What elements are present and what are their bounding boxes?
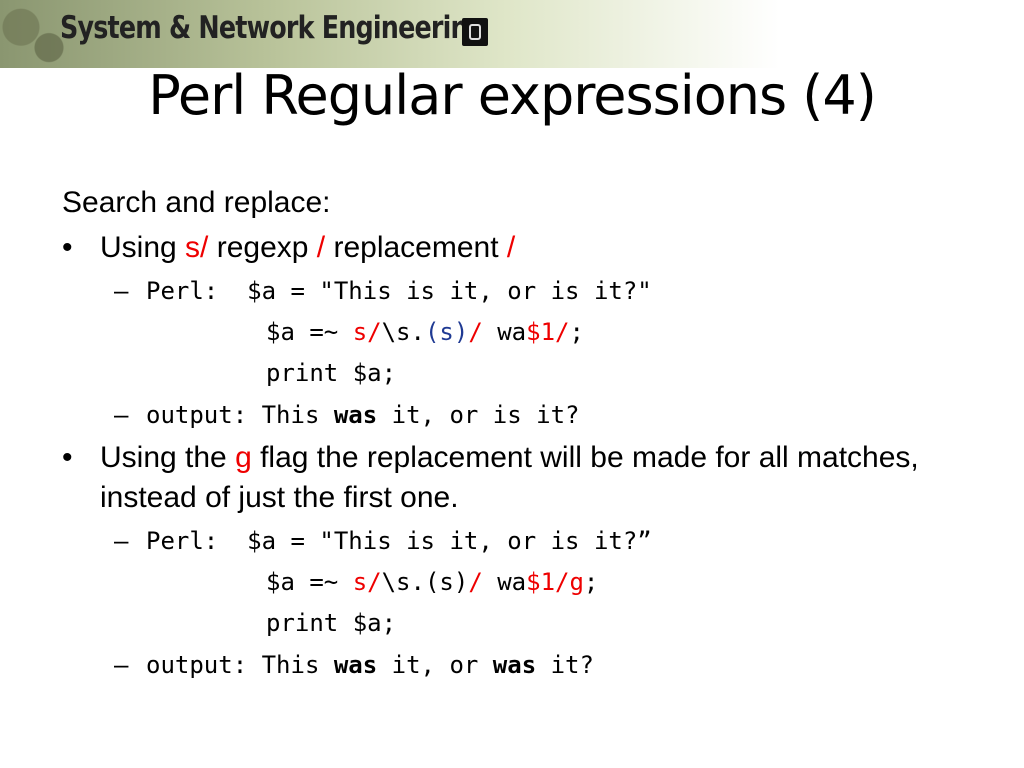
code-text: $a =~	[266, 568, 353, 596]
bullet-text: Using the	[100, 441, 236, 474]
slide-body: Search and replace: • Using s/ regexp / …	[62, 180, 962, 686]
code-token: s/	[352, 568, 382, 596]
bullet-item: • Using the g flag the replacement will …	[62, 438, 962, 518]
dash-icon: –	[114, 649, 129, 679]
code-line: $a =~ s/\s.(s)/ wa$1/g;	[62, 562, 962, 603]
bullet-dot-icon: •	[62, 441, 73, 474]
intro-text: Search and replace:	[62, 186, 331, 219]
code-text: $a =~	[266, 318, 353, 346]
bullet-text: flag the replacement will be made for al…	[100, 441, 919, 514]
bullet-dot-icon: •	[62, 231, 73, 264]
code-line: print $a;	[266, 359, 397, 387]
code-text: it, or is it?	[377, 401, 580, 429]
code-text: it?	[536, 651, 594, 679]
code-text: $a = "This is it, or is it?”	[247, 527, 652, 555]
substitute-token: s/	[185, 231, 209, 264]
code-token: $1/g	[526, 568, 584, 596]
code-line: –Perl: $a = "This is it, or is it?”	[62, 520, 962, 562]
slash-token: /	[506, 231, 516, 264]
code-token: s/	[352, 318, 382, 346]
code-text: output: This	[146, 651, 334, 679]
code-label: Perl:	[146, 527, 219, 555]
output-line: –output: This was it, or is it?	[62, 394, 962, 436]
header-banner: System & Network Engineering	[0, 0, 780, 68]
bullet-text: replacement	[325, 231, 507, 264]
code-line: –Perl: $a = "This is it, or is it?"	[62, 270, 962, 312]
code-text: ;	[569, 318, 584, 346]
output-line: –output: This was it, or was it?	[62, 644, 962, 686]
code-token: was	[333, 401, 378, 429]
code-text: wa	[482, 318, 527, 346]
code-text: output: This	[146, 401, 334, 429]
code-token: was	[492, 651, 537, 679]
code-token: $1/	[526, 318, 570, 346]
code-token: /	[468, 568, 483, 596]
code-token: /	[468, 318, 483, 346]
code-text: \s.	[381, 318, 425, 346]
code-text: wa	[482, 568, 527, 596]
code-text: it, or	[377, 651, 493, 679]
code-token: was	[333, 651, 378, 679]
bullet-text: regexp	[208, 231, 317, 264]
banner-figures-graphic	[0, 0, 70, 68]
bullet-item: • Using s/ regexp / replacement /	[62, 228, 962, 268]
bullet-text: Using	[100, 231, 186, 264]
slide-title: Perl Regular expressions (4)	[148, 64, 877, 127]
code-text: $a = "This is it, or is it?"	[247, 277, 652, 305]
dash-icon: –	[114, 525, 129, 555]
code-line: print $a;	[266, 609, 397, 637]
code-text: \s.(s)	[381, 568, 469, 596]
code-line: $a =~ s/\s.(s)/ wa$1/;	[62, 312, 962, 353]
g-flag-token: g	[235, 441, 252, 474]
university-seal-icon	[462, 18, 488, 46]
code-token: (s)	[424, 318, 469, 346]
banner-title: System & Network Engineering	[60, 10, 486, 46]
slash-token: /	[316, 231, 326, 264]
code-text: ;	[583, 568, 599, 596]
code-label: Perl:	[146, 277, 219, 305]
dash-icon: –	[114, 275, 129, 305]
dash-icon: –	[114, 399, 129, 429]
